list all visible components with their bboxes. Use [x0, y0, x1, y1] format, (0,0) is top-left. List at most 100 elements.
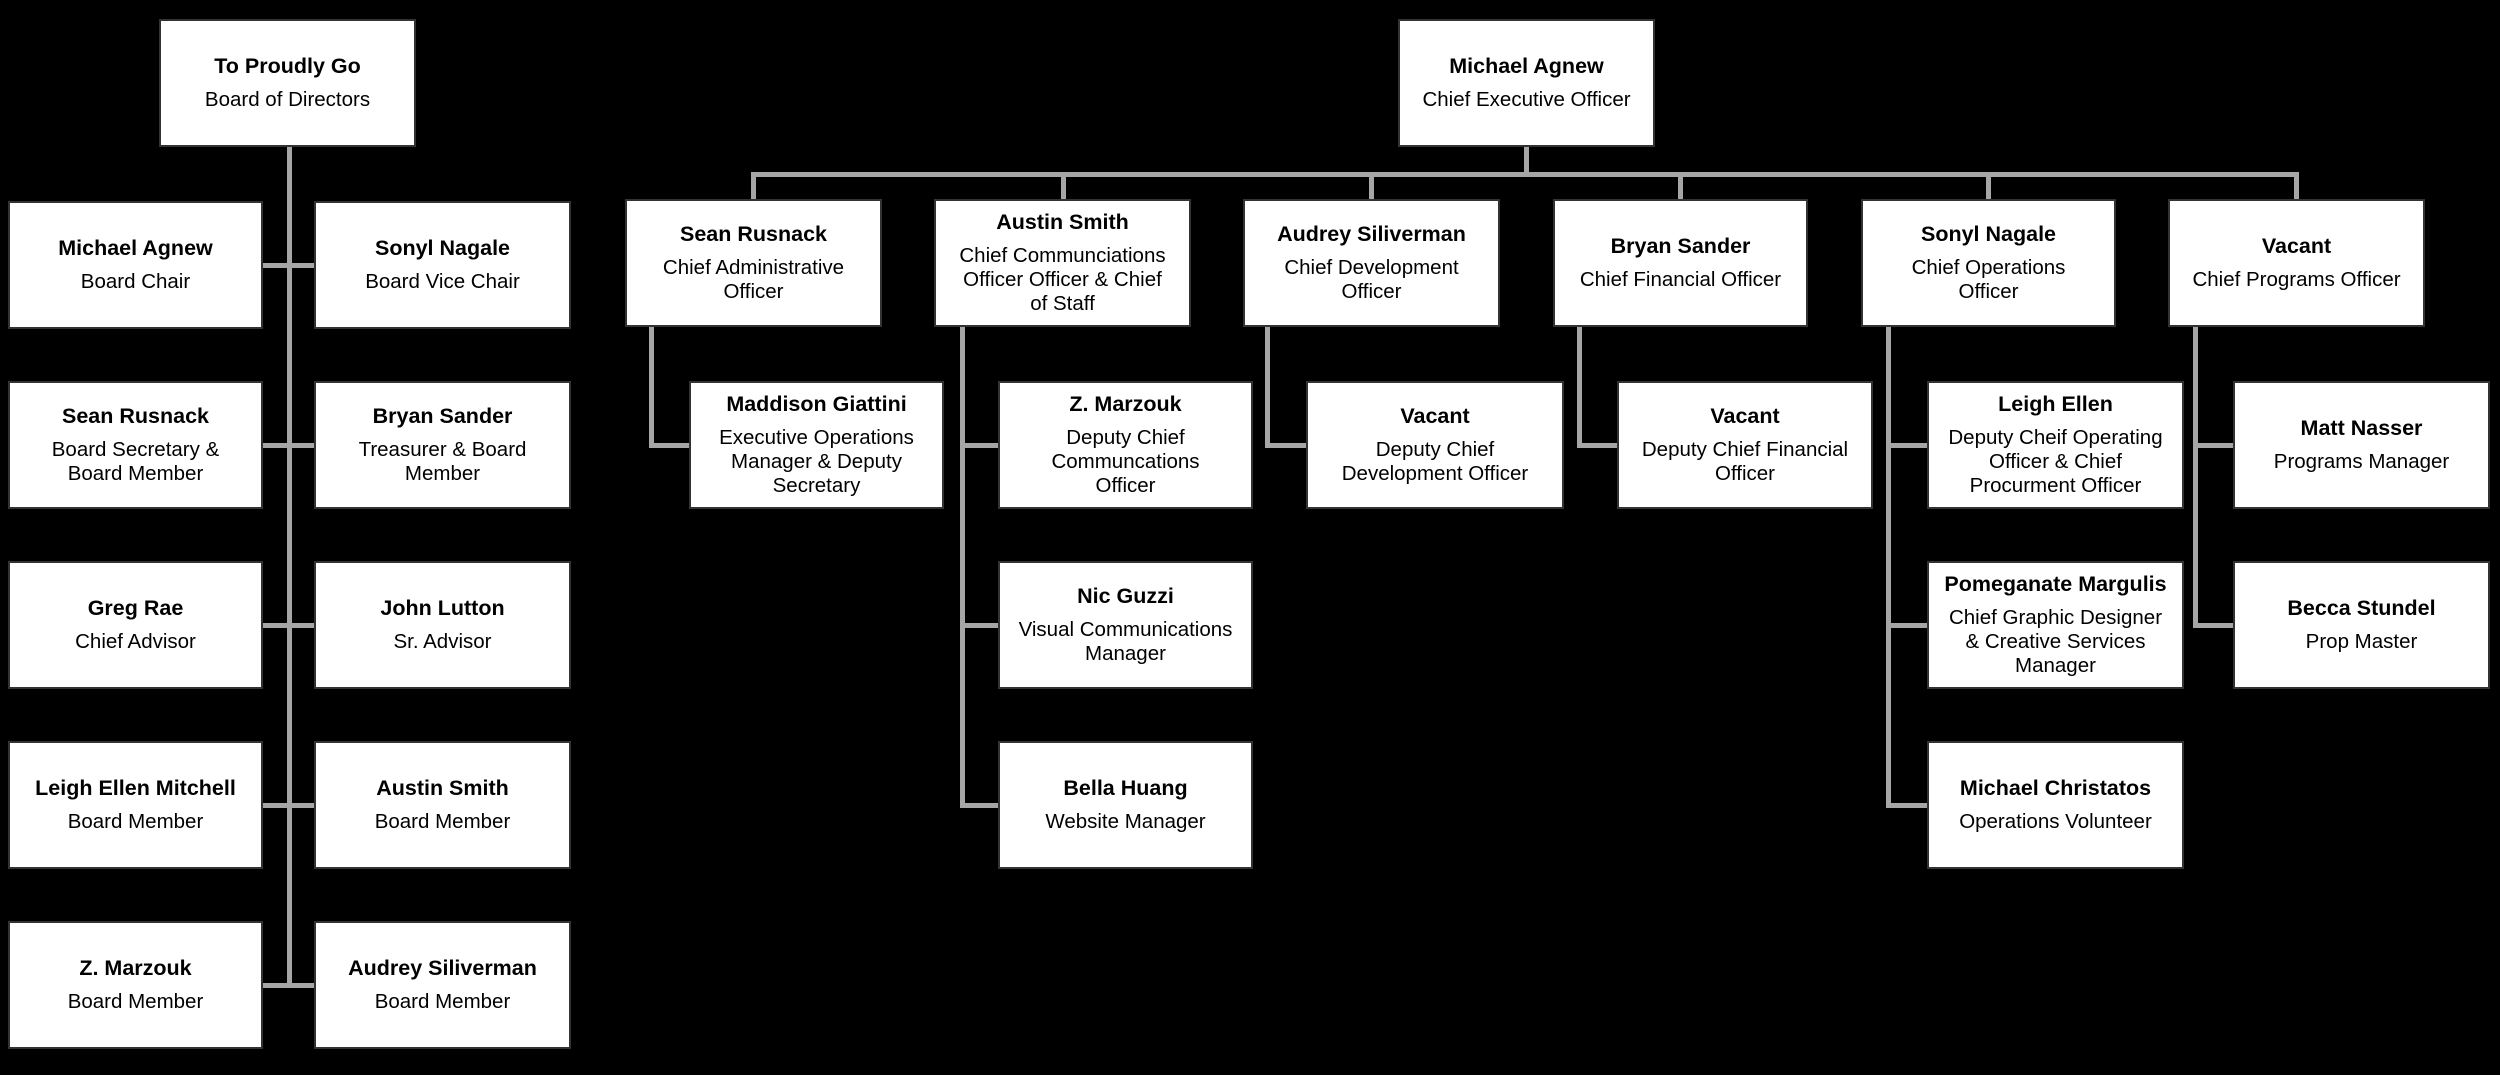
org-node-coo[interactable]: Sonyl Nagale Chief Operations Officer: [1861, 199, 2116, 327]
person-name: To Proudly Go: [214, 54, 361, 79]
person-name: Bryan Sander: [1610, 234, 1751, 259]
person-title: Deputy Chief Communcations Officer: [1051, 425, 1200, 497]
org-node-deputy-cfo-vacant[interactable]: Vacant Deputy Chief Financial Officer: [1617, 381, 1873, 509]
person-title: Board Chair: [80, 269, 191, 293]
connector-board-trunk: [287, 147, 292, 988]
person-title: Chief Operations Officer: [1911, 255, 2066, 303]
connector-cao-children-v: [649, 327, 654, 448]
org-node-operations-volunteer[interactable]: Michael Christatos Operations Volunteer: [1927, 741, 2184, 869]
connector-board-row4: [263, 803, 314, 808]
person-name: Nic Guzzi: [1077, 584, 1174, 609]
person-title: Board Vice Chair: [365, 269, 520, 293]
person-title: Deputy Chief Financial Officer: [1641, 437, 1849, 485]
org-node-board-member-marzouk[interactable]: Z. Marzouk Board Member: [8, 921, 263, 1049]
org-node-cdo[interactable]: Audrey Siliverman Chief Development Offi…: [1243, 199, 1500, 327]
person-title: Sr. Advisor: [393, 629, 492, 653]
org-node-ceo[interactable]: Michael Agnew Chief Executive Officer: [1398, 19, 1655, 147]
org-node-exec-ops-manager[interactable]: Maddison Giattini Executive Operations M…: [689, 381, 944, 509]
connector-cdo-child1-h: [1265, 443, 1306, 448]
org-node-board-treasurer[interactable]: Bryan Sander Treasurer & Board Member: [314, 381, 571, 509]
connector-cpo-child2-h: [2193, 623, 2233, 628]
connector-cco-children-v: [960, 327, 965, 808]
org-node-board-secretary[interactable]: Sean Rusnack Board Secretary & Board Mem…: [8, 381, 263, 509]
connector-drop-cpo: [2294, 172, 2299, 199]
org-node-cfo[interactable]: Bryan Sander Chief Financial Officer: [1553, 199, 1808, 327]
person-title: Deputy Cheif Operating Officer & Chief P…: [1948, 425, 2163, 497]
org-node-cao[interactable]: Sean Rusnack Chief Administrative Office…: [625, 199, 882, 327]
person-title: Treasurer & Board Member: [358, 437, 527, 485]
connector-cpo-child1-h: [2193, 443, 2233, 448]
person-title: Board Secretary & Board Member: [51, 437, 220, 485]
org-node-deputy-coo[interactable]: Leigh Ellen Deputy Cheif Operating Offic…: [1927, 381, 2184, 509]
org-node-chief-advisor[interactable]: Greg Rae Chief Advisor: [8, 561, 263, 689]
org-node-board-vice-chair[interactable]: Sonyl Nagale Board Vice Chair: [314, 201, 571, 329]
org-node-prop-master[interactable]: Becca Stundel Prop Master: [2233, 561, 2490, 689]
org-node-deputy-cco[interactable]: Z. Marzouk Deputy Chief Communcations Of…: [998, 381, 1253, 509]
person-title: Prop Master: [2305, 629, 2418, 653]
org-node-deputy-cdo-vacant[interactable]: Vacant Deputy Chief Development Officer: [1306, 381, 1564, 509]
person-title: Chief Development Officer: [1284, 255, 1459, 303]
person-title: Programs Manager: [2273, 449, 2450, 473]
person-name: Bryan Sander: [372, 404, 513, 429]
person-name: Michael Christatos: [1959, 776, 2152, 801]
person-name: Michael Agnew: [1449, 54, 1604, 79]
org-node-chief-graphic-designer[interactable]: Pomeganate Margulis Chief Graphic Design…: [1927, 561, 2184, 689]
connector-cao-child1-h: [649, 443, 689, 448]
person-title: Deputy Chief Development Officer: [1341, 437, 1529, 485]
org-node-website-manager[interactable]: Bella Huang Website Manager: [998, 741, 1253, 869]
person-title: Board of Directors: [204, 87, 371, 111]
org-node-board-chair[interactable]: Michael Agnew Board Chair: [8, 201, 263, 329]
person-title: Chief Programs Officer: [2192, 267, 2401, 291]
connector-cco-child1-h: [960, 443, 998, 448]
org-node-board-member-mitchell[interactable]: Leigh Ellen Mitchell Board Member: [8, 741, 263, 869]
connector-cpo-children-v: [2193, 327, 2198, 628]
person-title: Chief Administrative Officer: [662, 255, 845, 303]
connector-cco-child2-h: [960, 623, 998, 628]
connector-drop-cdo: [1369, 172, 1374, 199]
person-name: Matt Nasser: [2300, 416, 2423, 441]
connector-board-row5: [263, 983, 314, 988]
person-title: Chief Communciations Officer Officer & C…: [959, 243, 1166, 315]
connector-ceo-drop: [1524, 147, 1529, 174]
person-title: Chief Graphic Designer & Creative Servic…: [1948, 605, 2163, 677]
connector-drop-cfo: [1678, 172, 1683, 199]
connector-board-row1: [263, 263, 314, 268]
person-name: Vacant: [1400, 404, 1470, 429]
org-node-programs-manager[interactable]: Matt Nasser Programs Manager: [2233, 381, 2490, 509]
person-name: Leigh Ellen: [1998, 392, 2113, 417]
connector-coo-child2-h: [1886, 623, 1927, 628]
person-title: Board Member: [67, 809, 204, 833]
connector-cdo-children-v: [1265, 327, 1270, 448]
connector-cco-child3-h: [960, 803, 998, 808]
person-name: Vacant: [1710, 404, 1780, 429]
person-title: Chief Advisor: [75, 629, 196, 653]
org-node-cpo-vacant[interactable]: Vacant Chief Programs Officer: [2168, 199, 2425, 327]
person-name: Austin Smith: [996, 210, 1129, 235]
connector-coo-child3-h: [1886, 803, 1927, 808]
connector-board-row3: [263, 623, 314, 628]
person-title: Board Member: [374, 989, 511, 1013]
person-title: Chief Executive Officer: [1422, 87, 1631, 111]
connector-cfo-children-v: [1577, 327, 1582, 448]
person-title: Operations Volunteer: [1959, 809, 2152, 833]
org-node-cco[interactable]: Austin Smith Chief Communciations Office…: [934, 199, 1191, 327]
person-title: Executive Operations Manager & Deputy Se…: [719, 425, 914, 497]
org-node-visual-comms-manager[interactable]: Nic Guzzi Visual Communications Manager: [998, 561, 1253, 689]
connector-drop-coo: [1986, 172, 1991, 199]
person-name: Leigh Ellen Mitchell: [35, 776, 236, 801]
connector-drop-cco: [1061, 172, 1066, 199]
connector-coo-children-v: [1886, 327, 1891, 808]
connector-executive-bus: [751, 172, 2299, 177]
person-name: Maddison Giattini: [726, 392, 907, 417]
person-name: Z. Marzouk: [1069, 392, 1182, 417]
person-name: Bella Huang: [1063, 776, 1188, 801]
org-node-sr-advisor[interactable]: John Lutton Sr. Advisor: [314, 561, 571, 689]
person-name: Vacant: [2261, 234, 2332, 259]
org-node-board-member-smith[interactable]: Austin Smith Board Member: [314, 741, 571, 869]
person-name: Michael Agnew: [58, 236, 213, 261]
connector-coo-child1-h: [1886, 443, 1927, 448]
person-title: Chief Financial Officer: [1579, 267, 1782, 291]
org-node-board-root[interactable]: To Proudly Go Board of Directors: [159, 19, 416, 147]
org-node-board-member-siliverman[interactable]: Audrey Siliverman Board Member: [314, 921, 571, 1049]
